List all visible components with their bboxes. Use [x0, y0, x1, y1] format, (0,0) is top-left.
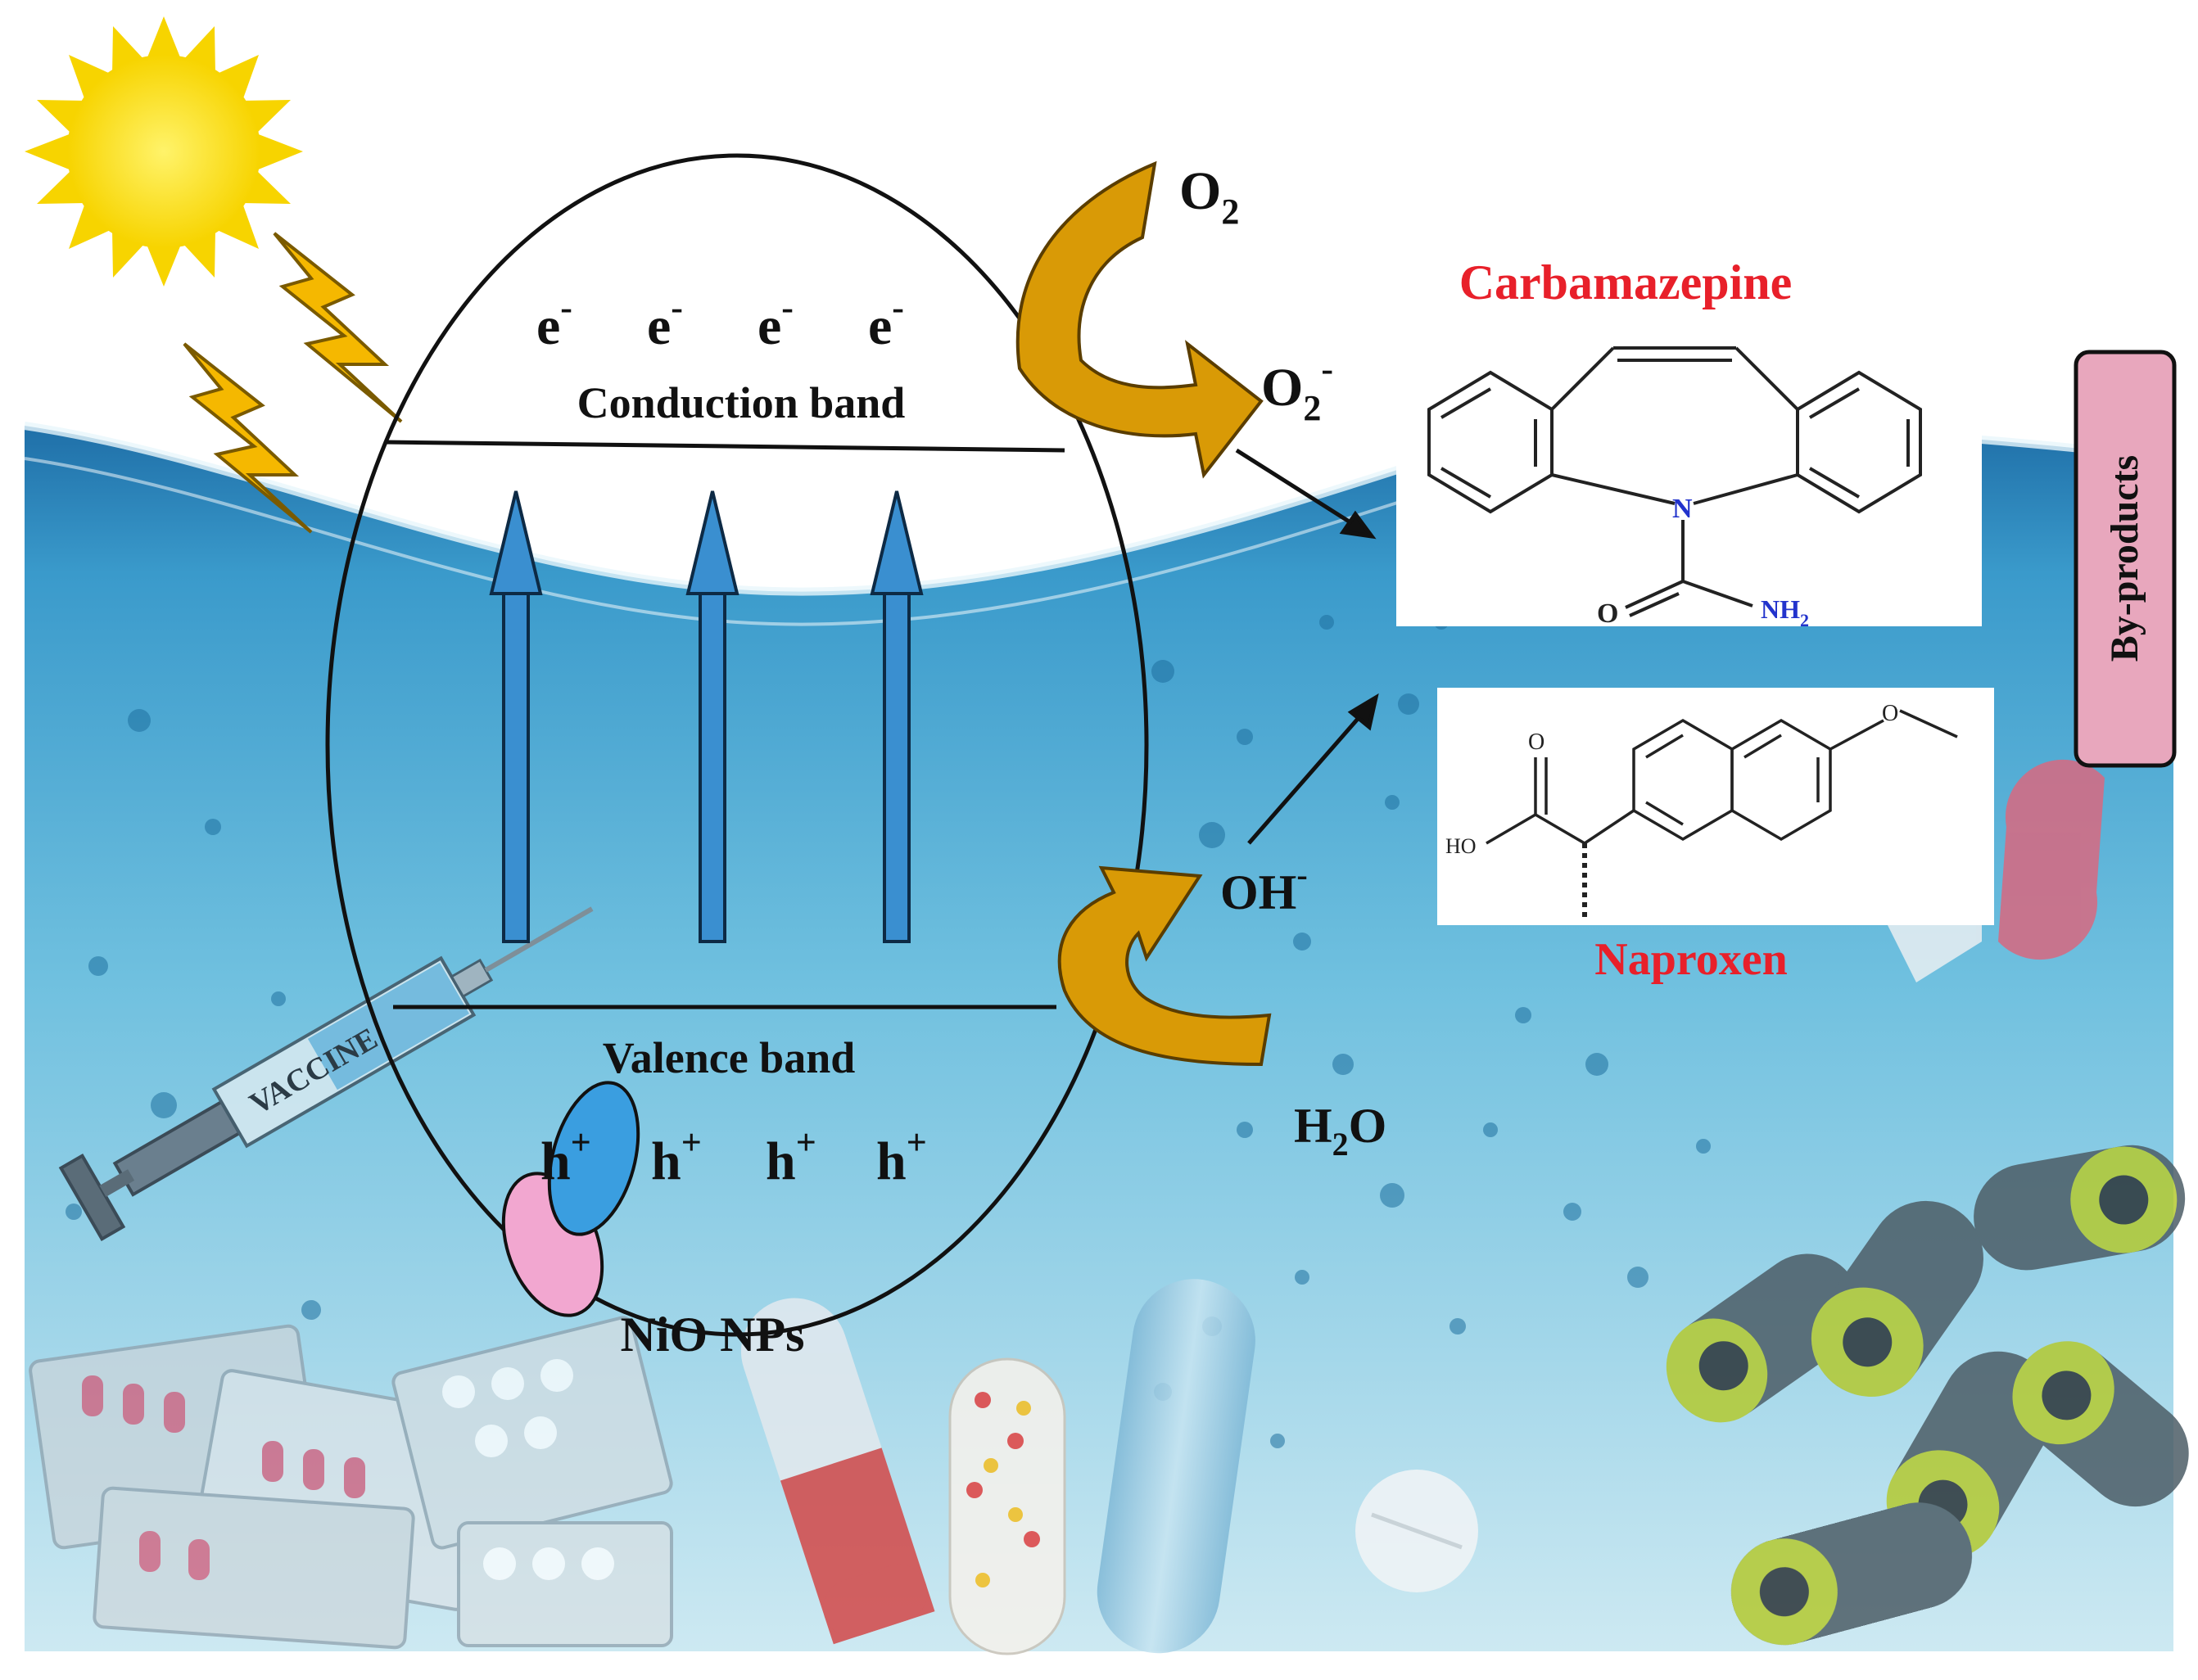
electron-4: e-	[868, 287, 904, 356]
vaccine-syringe: VACCINE	[58, 906, 594, 1242]
byproducts-label: By-products	[2103, 455, 2146, 662]
oxygen-reduction-arrow	[1015, 160, 1264, 479]
byproducts-box: By-products	[2074, 350, 2177, 768]
hole-1: h+	[540, 1122, 591, 1191]
radioactive-capsules	[1666, 1145, 2189, 1646]
hole-3: h+	[766, 1122, 816, 1191]
hole-2: h+	[651, 1122, 702, 1191]
oxygen-label: O2	[1179, 161, 1239, 232]
carbamazepine-structure: N O NH2	[1396, 323, 1982, 630]
sun-icon	[25, 16, 303, 287]
electron-3: e-	[758, 287, 794, 356]
holes-row: h+ h+ h+ h+	[540, 1122, 927, 1191]
svg-text:O: O	[1597, 598, 1618, 629]
water-label: H2O	[1294, 1099, 1386, 1163]
hole-4: h+	[876, 1122, 927, 1191]
svg-text:O: O	[1882, 701, 1898, 726]
catalyst-label: NiO NPs	[621, 1307, 805, 1362]
electrons-row: e- e- e- e-	[536, 287, 904, 356]
catalyst-particle	[325, 153, 1149, 1337]
excitation-arrow-1	[489, 490, 543, 943]
carbamazepine-label: Carbamazepine	[1459, 255, 1793, 309]
excitation-arrows	[489, 490, 924, 943]
superoxide-label: O2-	[1261, 349, 1333, 428]
valence-band-label: Valence band	[603, 1033, 856, 1082]
conduction-band-label: Conduction band	[577, 378, 906, 427]
hydroxyl-label: OH-	[1220, 856, 1308, 919]
naproxen-structure: O O HO	[1437, 688, 1994, 925]
water-oxidation-arrow	[1057, 865, 1272, 1067]
lightning-bolt-icon-lower	[183, 342, 313, 534]
lightning-bolt-icon-upper	[273, 232, 403, 423]
pointer-arrows	[1235, 448, 1379, 845]
electron-2: e-	[647, 287, 683, 356]
excitation-arrow-3	[870, 490, 924, 943]
electron-1: e-	[536, 287, 572, 356]
excitation-arrow-2	[685, 490, 739, 943]
naproxen-label: Naproxen	[1594, 934, 1787, 985]
blister-packs	[29, 1316, 673, 1650]
svg-text:O: O	[1528, 729, 1544, 755]
nio-nanoparticle-icon	[501, 1081, 640, 1317]
carbamazepine-amine: NH2	[1761, 594, 1809, 630]
conduction-band-line	[384, 440, 1065, 453]
bubbles	[66, 615, 1711, 1448]
capsules-center	[740, 1279, 1478, 1655]
svg-text:N: N	[1672, 494, 1693, 524]
svg-text:HO: HO	[1445, 834, 1477, 858]
